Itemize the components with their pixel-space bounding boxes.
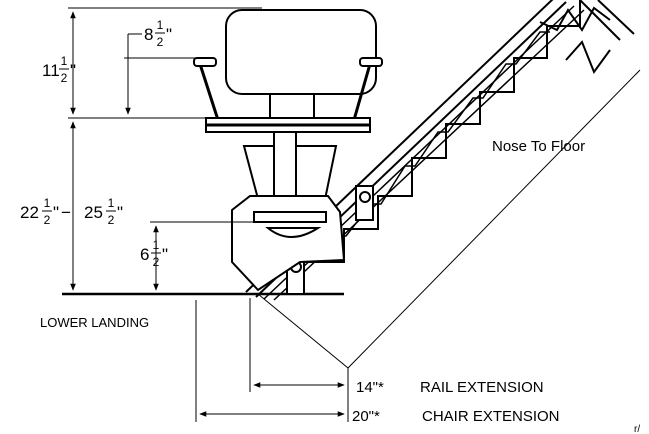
dim-mark: " <box>162 245 168 264</box>
lower-landing-label: LOWER LANDING <box>40 315 149 330</box>
chair-armrest-right <box>352 63 372 121</box>
chair-extension-value: 20"* <box>352 408 380 425</box>
chair-armrest-left <box>198 63 220 121</box>
dimension-lines <box>68 7 349 422</box>
dim-whole: 25 <box>84 203 103 222</box>
dim-num: 1 <box>153 238 160 252</box>
break-symbol <box>539 0 635 75</box>
chair-backrest-post <box>269 93 315 119</box>
dim-seat-back-height: 11 1 2 " <box>42 54 76 85</box>
dim-whole: 22 <box>20 203 39 222</box>
dim-whole: 6 <box>140 245 149 264</box>
dim-mark: " <box>166 25 172 44</box>
dim-whole: 8 <box>144 25 153 44</box>
stairlift-chair <box>193 9 383 292</box>
dim-mark: " <box>117 203 123 222</box>
nose-leader <box>257 293 349 369</box>
dim-den: 2 <box>108 213 115 227</box>
dim-footrest-height: 6 1 2 " <box>140 238 168 269</box>
dim-den: 2 <box>153 255 160 269</box>
dim-num: 1 <box>44 196 51 210</box>
dim-num: 1 <box>157 18 164 32</box>
dim-den: 2 <box>157 35 164 49</box>
dim-num: 1 <box>108 196 115 210</box>
dim-mark: " <box>70 61 76 80</box>
dim-seat-height-range: 22 1 2 " − 25 1 2 " <box>20 196 123 227</box>
rail-bracket-upper <box>355 185 374 221</box>
dim-den: 2 <box>61 71 68 85</box>
chair-backrest <box>225 9 377 95</box>
nose-to-floor-line <box>347 69 641 369</box>
corner-mark: r/ <box>634 424 640 434</box>
dim-mark: " <box>53 203 59 222</box>
dim-whole: 11 <box>42 61 60 80</box>
dim-num: 1 <box>61 54 68 68</box>
nose-to-floor-label: Nose To Floor <box>492 138 585 155</box>
rail-extension-value: 14"* <box>356 379 384 396</box>
dim-armrest-height: 8 1 2 " <box>144 18 172 49</box>
dim-den: 2 <box>44 213 51 227</box>
chair-footrest <box>265 227 322 238</box>
rail-extension-label: RAIL EXTENSION <box>420 379 544 396</box>
dim-separator: − <box>61 203 71 222</box>
chair-extension-label: CHAIR EXTENSION <box>422 408 560 425</box>
